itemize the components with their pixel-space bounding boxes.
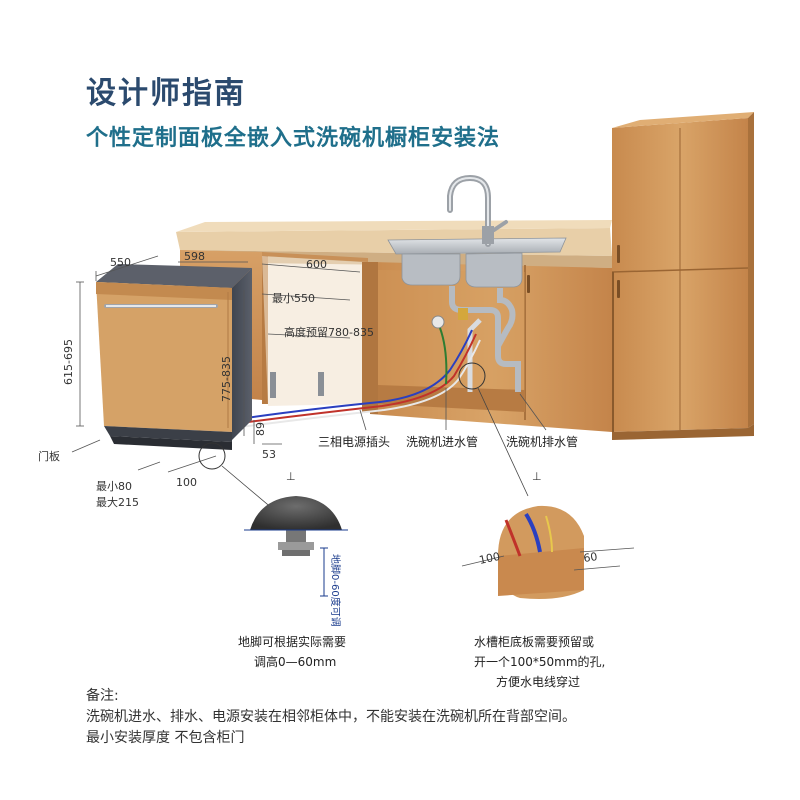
cables xyxy=(231,327,481,429)
label-power: 三相电源插头 xyxy=(318,435,390,449)
hole-dim-100: 100 xyxy=(478,550,501,567)
dimension-labels: 550 598 600 最小550 高度预留780-835 615-695 77… xyxy=(38,250,374,509)
dimension-lines xyxy=(71,255,361,473)
notes-heading: 备注: xyxy=(86,688,119,704)
pipes xyxy=(431,286,521,392)
dim-height-reserve: 高度预留780-835 xyxy=(284,325,374,339)
foot-vertical-label: 地脚0-60度可调 xyxy=(329,554,342,627)
hole-caption-1: 水槽柜底板需要预留或 xyxy=(474,634,594,649)
label-drain: 洗碗机排水管 xyxy=(506,434,578,449)
dim-89: 89 xyxy=(254,422,267,436)
component-labels: 三相电源插头 洗碗机进水管 洗碗机排水管 xyxy=(318,388,578,449)
dim-53: 53 xyxy=(262,448,276,461)
dim-598: 598 xyxy=(184,250,205,263)
notes-line-2: 最小安装厚度 不包含柜门 xyxy=(86,730,245,746)
dim-min550: 最小550 xyxy=(272,292,315,305)
detail-hole-zoom: 100 60 水槽柜底板需要预留或 开一个100*50mm的孔, 方便水电线穿过 xyxy=(461,505,635,689)
dim-550: 550 xyxy=(110,256,131,269)
hole-caption-3: 方便水电线穿过 xyxy=(496,674,580,689)
svg-text:⊥: ⊥ xyxy=(532,470,542,483)
page-title: 设计师指南 xyxy=(86,76,246,111)
foot-caption-2: 调高0—60mm xyxy=(254,654,336,669)
dim-panel-height: 615-695 xyxy=(62,339,75,385)
label-inlet: 洗碗机进水管 xyxy=(406,434,478,449)
label-door-panel: 门板 xyxy=(38,449,60,463)
tall-cabinet xyxy=(611,112,754,440)
foot-caption-1: 地脚可根据实际需要 xyxy=(238,634,346,649)
dim-600: 600 xyxy=(306,258,327,271)
dim-dw-height: 775-835 xyxy=(220,356,233,402)
dim-min80: 最小80 xyxy=(96,480,132,493)
hole-caption-2: 开一个100*50mm的孔, xyxy=(474,654,605,669)
dim-max215: 最大215 xyxy=(96,495,139,509)
sink-cabinet xyxy=(370,262,612,432)
notes-line-1: 洗碗机进水、排水、电源安装在相邻柜体中，不能安装在洗碗机所在背部空间。 xyxy=(86,709,576,725)
hole-dim-60: 60 xyxy=(583,550,599,565)
svg-text:⊥: ⊥ xyxy=(286,470,296,483)
sink xyxy=(387,237,567,288)
callout-hole xyxy=(458,362,486,390)
faucet xyxy=(447,174,508,247)
page-subtitle: 个性定制面板全嵌入式洗碗机橱柜安装法 xyxy=(86,126,501,151)
notes-block: 备注: 洗碗机进水、排水、电源安装在相邻柜体中，不能安装在洗碗机所在背部空间。 … xyxy=(86,686,746,749)
detail-foot-zoom: 地脚0-60度可调 地脚可根据实际需要 调高0—60mm xyxy=(238,496,348,669)
dishwasher-body xyxy=(96,264,252,450)
dim-bottom-100: 100 xyxy=(176,476,197,489)
callout-foot xyxy=(198,442,226,470)
